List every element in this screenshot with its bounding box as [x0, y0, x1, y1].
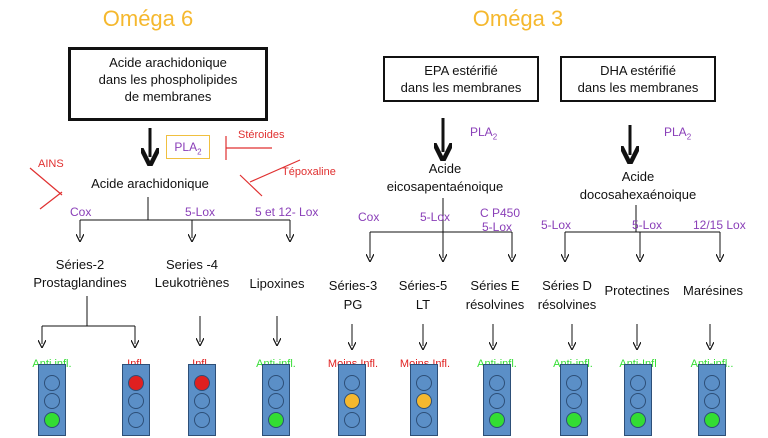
light-top [489, 375, 505, 391]
light-top [268, 375, 284, 391]
light-middle [566, 393, 582, 409]
enzyme-5-12-lox: 5 et 12- Lox [255, 205, 319, 219]
traffic-light [188, 364, 216, 436]
arachidonic-membrane-box: Acide arachidonique dans les phospholipi… [68, 47, 268, 121]
light-bottom [44, 412, 60, 428]
product-series5: Séries-5 [398, 278, 448, 293]
light-bottom [489, 412, 505, 428]
dha-acid-label-1: Acide [621, 169, 655, 184]
light-bottom [268, 412, 284, 428]
product-resolvines-e: résolvines [465, 297, 525, 312]
aa-acid-label: Acide arachidonique [91, 176, 209, 191]
light-bottom [128, 412, 144, 428]
enzyme-cp450: C P450 [480, 206, 521, 220]
epa-acid-label-1: Acide [428, 161, 462, 176]
pla2-epa-label: PLA2 [470, 125, 498, 142]
pla2-dha-label: PLA2 [664, 125, 692, 142]
traffic-light [38, 364, 66, 436]
box-line: DHA estérifié [600, 63, 676, 78]
box-line: dans les membranes [400, 80, 522, 95]
product-series4: Series -4 [165, 257, 219, 272]
traffic-light [122, 364, 150, 436]
aines-label: AINS [38, 158, 64, 170]
box-line: dans les phospholipides [98, 72, 238, 87]
light-bottom [630, 412, 646, 428]
steroides-label: Stéroides [238, 129, 285, 141]
product-series-d: Séries D [542, 278, 592, 293]
light-top [630, 375, 646, 391]
light-middle [194, 393, 210, 409]
enzyme-cox: Cox [70, 205, 92, 219]
omega3-title: Oméga 3 [472, 6, 564, 31]
light-middle [268, 393, 284, 409]
light-top [704, 375, 720, 391]
product-series3: Séries-3 [328, 278, 378, 293]
box-line: EPA estérifié [424, 63, 498, 78]
traffic-light [560, 364, 588, 436]
light-middle [489, 393, 505, 409]
product-prostaglandines: Prostaglandines [33, 275, 127, 290]
enzyme-cox-epa: Cox [358, 210, 380, 224]
traffic-light [338, 364, 366, 436]
product-protectines: Protectines [604, 283, 670, 298]
omega6-title: Oméga 6 [102, 6, 194, 31]
light-top [194, 375, 210, 391]
traffic-light [483, 364, 511, 436]
product-resolvines-d: résolvines [537, 297, 597, 312]
inhibition-lines [29, 136, 301, 210]
enzyme-5lox: 5-Lox [185, 205, 216, 219]
light-bottom [566, 412, 582, 428]
light-middle [416, 393, 432, 409]
product-series-e: Séries E [470, 278, 520, 293]
enzyme-5lox-cp: 5-Lox [482, 220, 513, 234]
box-line: Acide arachidonique [109, 55, 227, 70]
product-lipoxines: Lipoxines [249, 276, 305, 291]
dha-box: DHA estérifié dans les membranes [560, 56, 716, 102]
box-line: de membranes [124, 89, 212, 104]
epa-acid-label-2: eicosapentaénoique [386, 179, 504, 194]
enzyme-12-15-lox: 12/15 Lox [693, 218, 746, 232]
light-top [416, 375, 432, 391]
light-bottom [344, 412, 360, 428]
tepoxaline-label: Tépoxaline [282, 166, 336, 178]
light-middle [128, 393, 144, 409]
enzyme-5lox-dha-2: 5-Lox [632, 218, 663, 232]
product-pg: PG [343, 297, 363, 312]
traffic-light [624, 364, 652, 436]
light-top [566, 375, 582, 391]
light-middle [704, 393, 720, 409]
product-series2: Séries-2 [55, 257, 105, 272]
traffic-light [262, 364, 290, 436]
light-bottom [194, 412, 210, 428]
light-top [128, 375, 144, 391]
light-top [344, 375, 360, 391]
light-top [44, 375, 60, 391]
light-bottom [416, 412, 432, 428]
box-line: dans les membranes [577, 80, 699, 95]
enzyme-5lox-dha: 5-Lox [541, 218, 572, 232]
light-bottom [704, 412, 720, 428]
product-lt: LT [415, 297, 431, 312]
enzyme-5lox-epa: 5-Lox [420, 210, 451, 224]
traffic-light [698, 364, 726, 436]
epa-box: EPA estérifié dans les membranes [383, 56, 539, 102]
product-leukotrienes: Leukotriènes [154, 275, 230, 290]
dha-acid-label-2: docosahexaénoique [579, 187, 697, 202]
pla2-aa-label: PLA2 [166, 135, 210, 159]
light-middle [44, 393, 60, 409]
light-middle [344, 393, 360, 409]
product-maresines: Marésines [683, 283, 743, 298]
traffic-light [410, 364, 438, 436]
light-middle [630, 393, 646, 409]
